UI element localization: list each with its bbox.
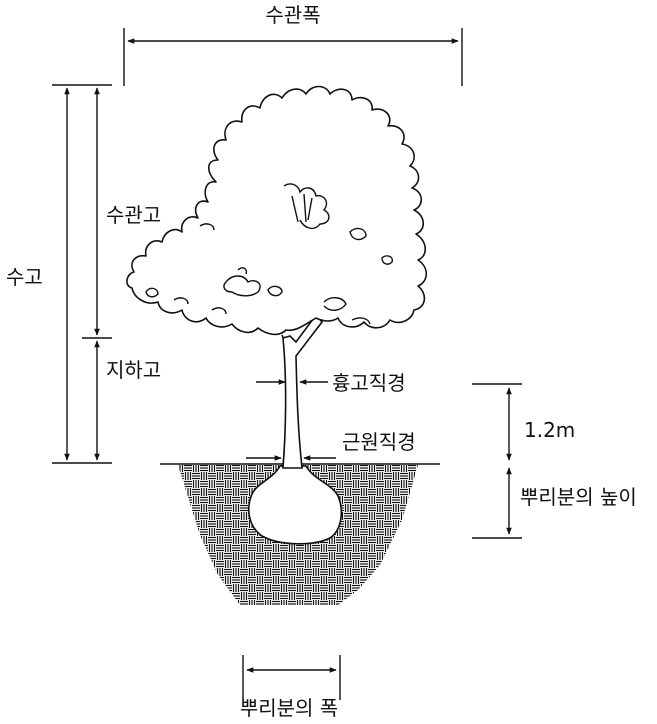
dbh-label: 흉고직경 (332, 371, 406, 395)
clear-height-label: 지하고 (106, 358, 161, 382)
tree-crown (126, 85, 428, 336)
rootball-width-dimension (242, 655, 341, 700)
crown-width-label: 수관폭 (265, 3, 320, 27)
dbh-arrows (246, 379, 336, 461)
root-ball (248, 465, 343, 545)
crown-width-dimension (123, 28, 463, 86)
height-dimensions (52, 84, 112, 464)
tree-height-label: 수고 (6, 265, 43, 289)
trunk-body (282, 313, 324, 469)
crown-height-label: 수관고 (106, 203, 161, 227)
right-dimensions (472, 383, 522, 539)
rootball-width-label: 뿌리분의 폭 (240, 696, 338, 720)
crown-detail (145, 183, 394, 325)
rootball-height-label: 뿌리분의 높이 (520, 485, 637, 509)
dbh-height-label: 1.2m (524, 418, 575, 442)
root-collar-label: 근원직경 (342, 430, 416, 454)
